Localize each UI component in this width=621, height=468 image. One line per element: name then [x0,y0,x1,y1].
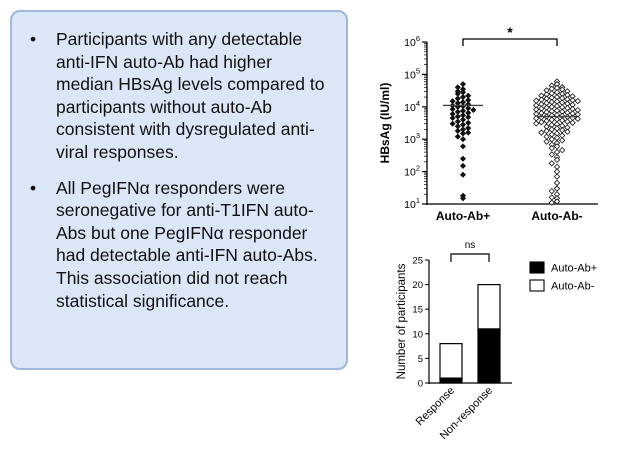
data-point [459,195,467,202]
data-point [465,114,472,121]
summary-bullet-list: • Participants with any detectable anti-… [30,28,334,312]
data-point [454,133,461,140]
legend-label: Auto-Ab+ [551,263,597,275]
x-category-label: Auto-Ab+ [436,209,490,223]
data-point [553,156,561,164]
data-point [454,127,461,134]
data-point [564,128,571,135]
data-point [538,119,545,126]
y-tick-label: 0 [418,379,423,390]
y-tick-label: 101 [404,196,420,211]
y-tick-label: 20 [412,280,423,291]
y-tick-label: 103 [404,131,420,146]
data-point [459,136,467,143]
data-point [548,151,555,158]
data-point [548,160,555,167]
data-point [465,129,472,136]
y-tick-label: 106 [404,34,420,49]
x-category-label: Auto-Ab- [531,209,582,223]
y-tick-label: 25 [412,256,423,267]
significance-bracket [462,38,558,46]
y-tick-label: 5 [418,354,423,365]
data-point [459,162,467,169]
data-point [553,173,561,180]
data-point [470,106,477,113]
y-axis-label: HBsAg (IU/ml) [378,83,392,164]
legend-label: Auto-Ab- [551,281,595,293]
summary-callout: • Participants with any detectable anti-… [10,10,348,370]
data-point [459,171,467,178]
data-point [449,115,456,122]
data-point [543,138,550,145]
summary-bullet: • All PegIFNα responders were seronegati… [30,177,334,313]
data-point [548,199,555,206]
data-point [564,118,571,125]
data-point [459,143,467,150]
summary-bullet: • Participants with any detectable anti-… [30,28,334,164]
y-tick-label: 15 [412,305,423,316]
data-point [574,115,581,123]
bar-segment [439,377,463,384]
data-point [533,120,540,127]
data-point [548,144,555,152]
y-tick-label: 10 [412,329,423,340]
bullet-text: All PegIFNα responders were seronegative… [56,177,318,311]
data-point [459,130,467,137]
data-point [459,155,467,162]
significance-label: * [507,24,513,40]
bullet-marker: • [30,29,37,49]
y-tick-label: 105 [404,66,420,81]
bullet-text: Participants with any detectable anti-IF… [56,29,325,162]
data-point [559,137,566,144]
bullet-marker: • [30,177,37,198]
legend-swatch [529,279,545,292]
bar-segment [477,328,501,384]
data-point [548,187,555,195]
bar-segment [439,343,463,379]
legend-swatch [529,261,545,274]
data-point [569,119,576,126]
significance-bracket [450,253,490,262]
data-point [538,129,545,136]
y-tick-label: 102 [404,164,420,179]
significance-label: ns [465,240,476,251]
data-point [574,97,581,105]
data-point [553,198,561,205]
data-point [559,146,566,154]
data-point [449,120,456,127]
y-tick-label: 104 [404,99,420,114]
y-axis-label: Number of participants [396,263,408,379]
data-point [548,194,555,201]
bar-segment [477,284,501,330]
